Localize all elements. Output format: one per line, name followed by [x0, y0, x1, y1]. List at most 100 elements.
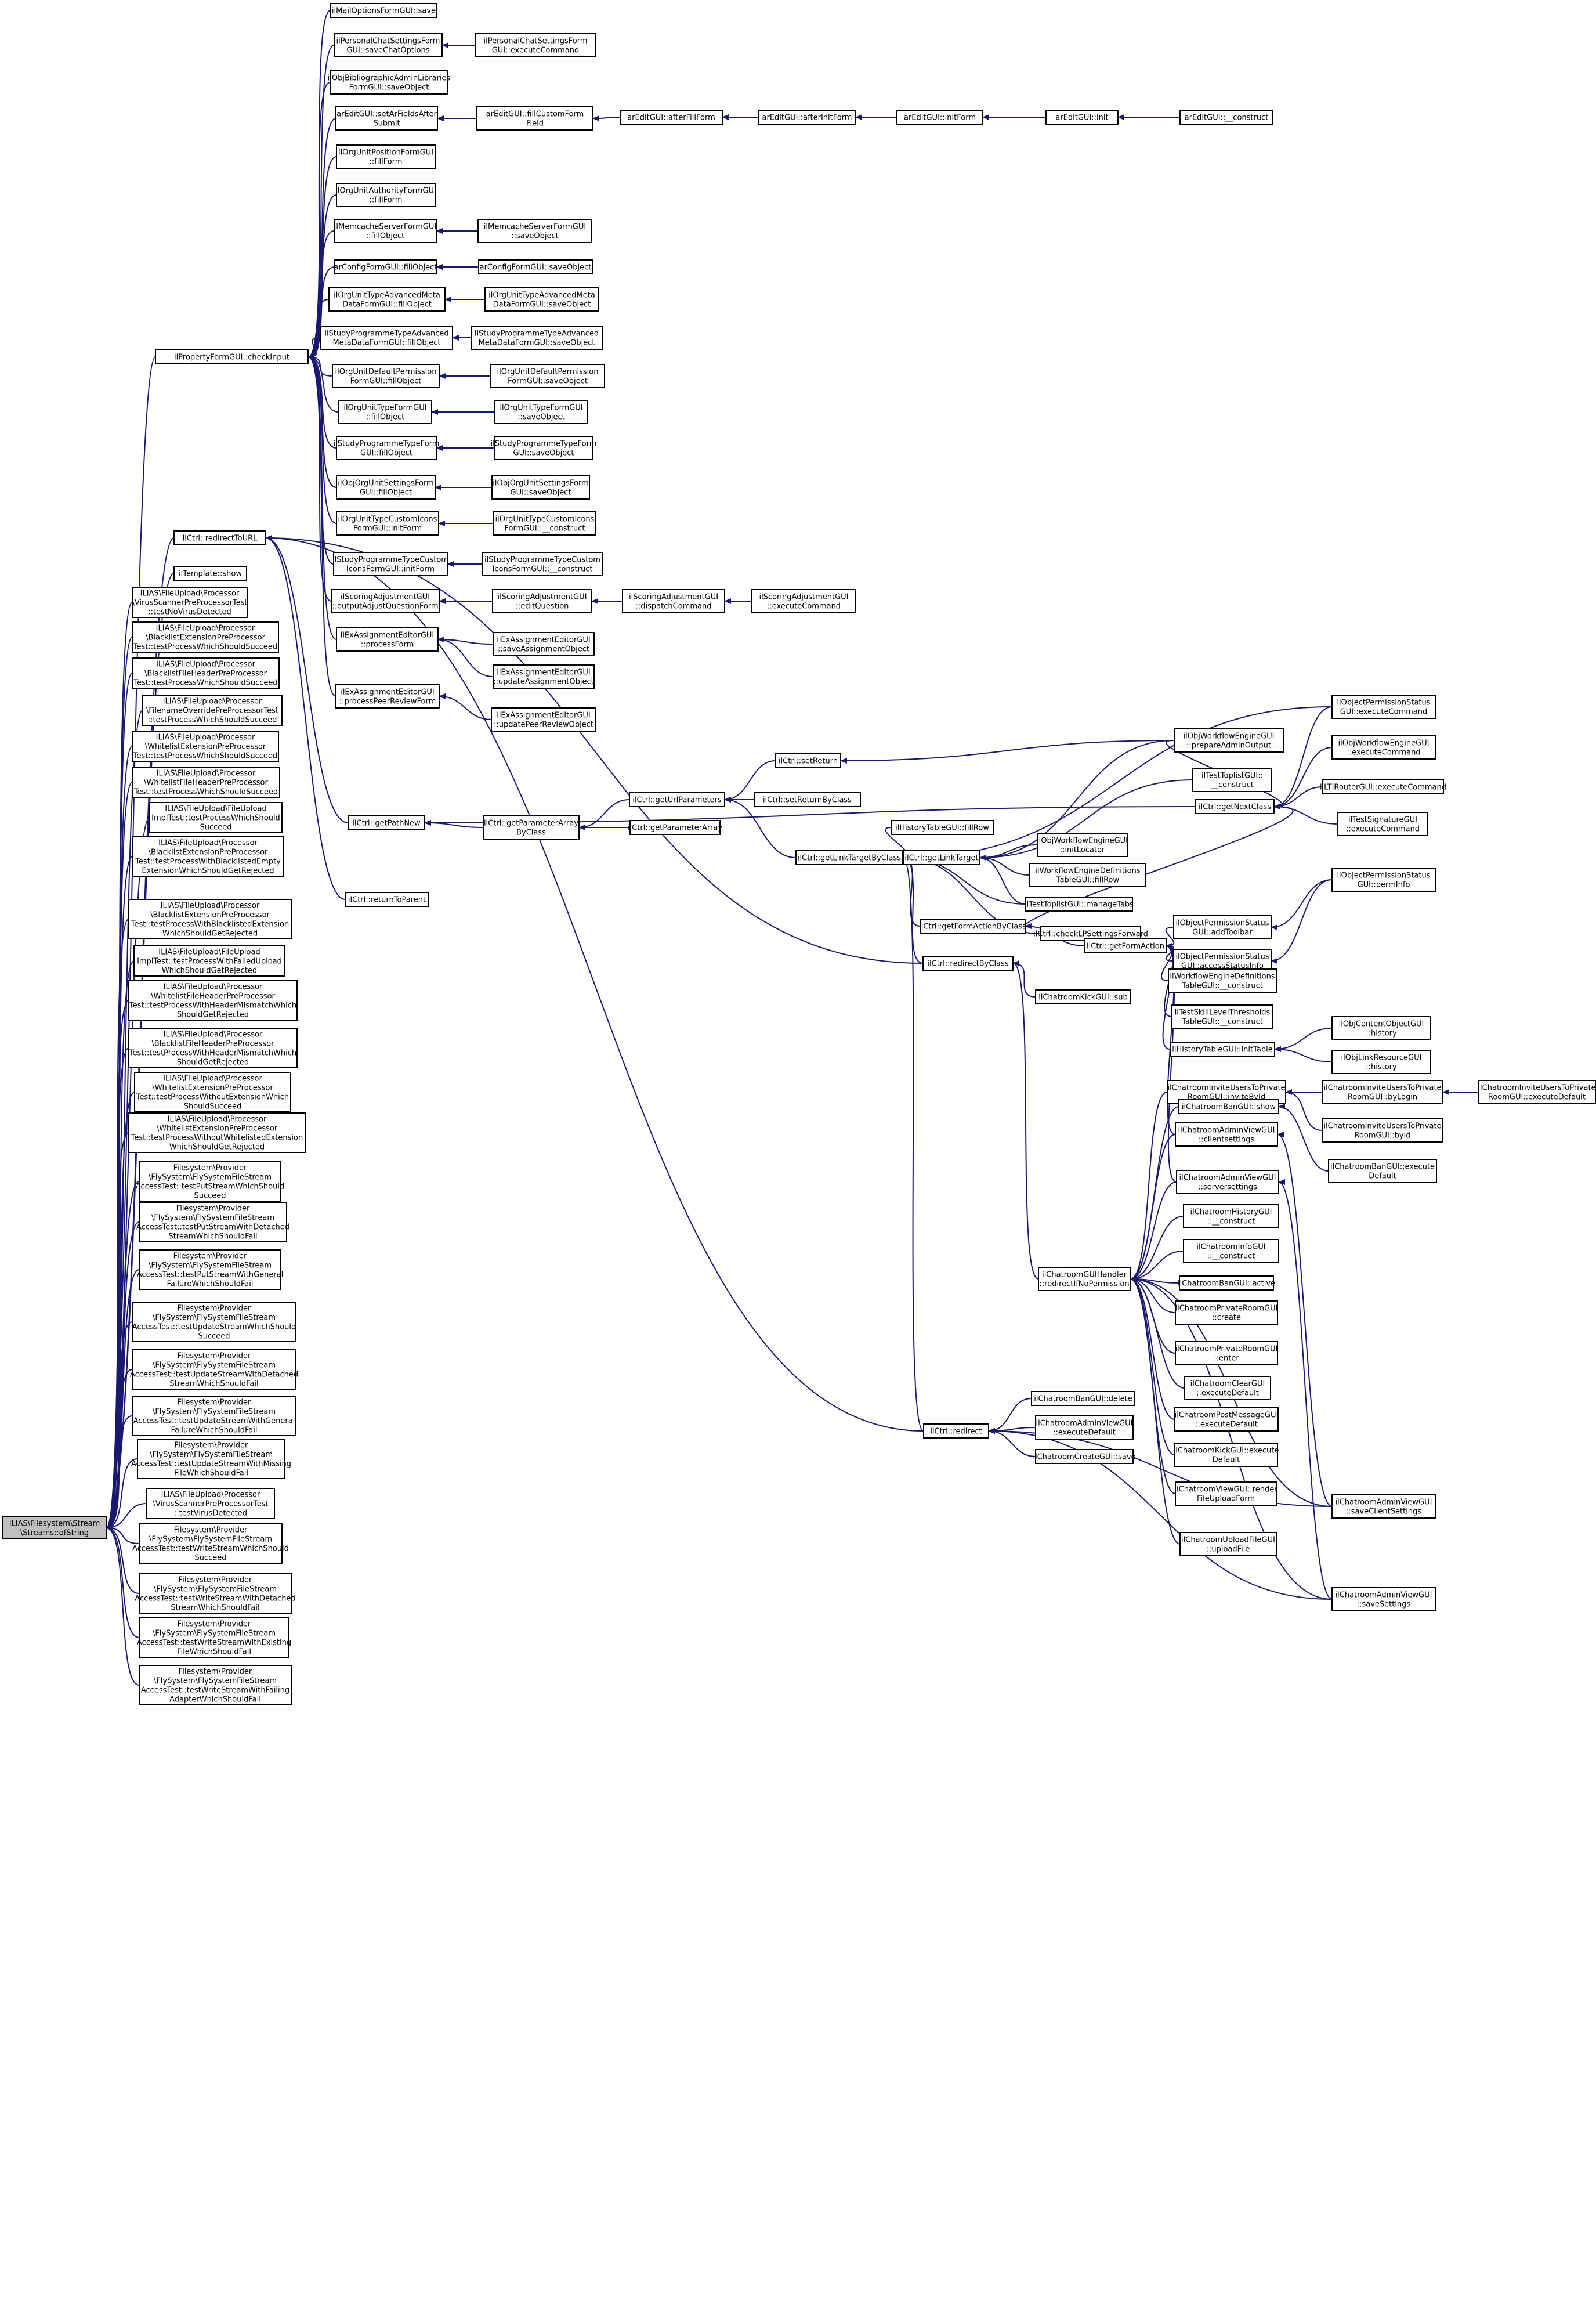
function-node[interactable]: ilChatroomKickGUI::sub — [1035, 989, 1131, 1004]
function-node[interactable]: arEditGUI::init — [1045, 110, 1119, 125]
function-node[interactable]: ilTemplate::show — [173, 566, 247, 581]
function-node[interactable]: ilStudyProgrammeTypeCustomIconsFormGUI::… — [482, 552, 603, 576]
function-node[interactable]: Filesystem\Provider\FlySystem\FlySystemF… — [130, 1349, 298, 1390]
function-node[interactable]: ilOrgUnitTypeAdvancedMetaDataFormGUI::sa… — [484, 287, 599, 312]
function-node[interactable]: ilChatroomBanGUI::active — [1178, 1275, 1275, 1291]
function-node[interactable]: ilCtrl::getUrlParameters — [629, 792, 725, 807]
function-node[interactable]: ilScoringAdjustmentGUI::dispatchCommand — [622, 589, 725, 613]
function-node[interactable]: ilChatroomInviteUsersToPrivateRoomGUI::b… — [1322, 1118, 1443, 1143]
function-node[interactable]: Filesystem\Provider\FlySystem\FlySystemF… — [132, 1302, 296, 1342]
function-node[interactable]: ilChatroomPostMessageGUI::executeDefault — [1174, 1407, 1279, 1432]
function-node[interactable]: ilOrgUnitPositionFormGUI::fillForm — [336, 144, 436, 169]
function-node[interactable]: ilCtrl::getPathNew — [348, 815, 425, 830]
function-node[interactable]: ilChatroomBanGUI::executeDefault — [1328, 1159, 1437, 1183]
function-node[interactable]: ilCtrl::getFormAction — [1084, 938, 1167, 953]
function-node[interactable]: ilOrgUnitAuthorityFormGUI::fillForm — [335, 183, 436, 207]
function-node[interactable]: ilLTIRouterGUI::executeCommand — [1320, 779, 1446, 794]
function-node[interactable]: ilOrgUnitDefaultPermissionFormGUI::fillO… — [332, 364, 440, 388]
function-node[interactable]: ilOrgUnitTypeCustomIconsFormGUI::__const… — [493, 511, 596, 536]
function-node[interactable]: Filesystem\Provider\FlySystem\FlySystemF… — [137, 1249, 284, 1290]
function-node[interactable]: Filesystem\Provider\FlySystem\FlySystemF… — [132, 1523, 289, 1564]
function-node[interactable]: ilObjWorkflowEngineGUI::initLocator — [1037, 833, 1128, 857]
function-node[interactable]: Filesystem\Provider\FlySystem\FlySystemF… — [137, 1617, 291, 1658]
function-node[interactable]: ilCtrl::getFormActionByClass — [919, 919, 1026, 934]
function-node[interactable]: arConfigFormGUI::fillObject — [334, 259, 437, 274]
function-node[interactable]: arEditGUI::afterInitForm — [758, 110, 856, 125]
function-node[interactable]: ilCtrl::getLinkTarget — [903, 850, 980, 865]
function-node[interactable]: Filesystem\Provider\FlySystem\FlySystemF… — [136, 1161, 284, 1202]
function-node[interactable]: ilChatroomClearGUI::executeDefault — [1184, 1376, 1271, 1400]
function-node[interactable]: ilTestToplistGUI::manageTabs — [1025, 897, 1134, 912]
function-node[interactable]: ILIAS\FileUpload\Processor\WhitelistExte… — [128, 1112, 306, 1153]
function-node[interactable]: ilStudyProgrammeTypeAdvancedMetaDataForm… — [320, 326, 453, 350]
function-node[interactable]: arEditGUI::__construct — [1179, 110, 1273, 125]
function-node[interactable]: Filesystem\Provider\FlySystem\FlySystemF… — [132, 1396, 296, 1436]
function-node[interactable]: ilWorkflowEngineDefinitionsTableGUI::__c… — [1168, 968, 1277, 993]
function-node[interactable]: ilHistoryTableGUI::initTable — [1170, 1042, 1275, 1057]
function-node[interactable]: ilOrgUnitTypeFormGUI::saveObject — [494, 400, 588, 424]
function-node[interactable]: ILIAS\FileUpload\Processor\WhitelistFile… — [128, 980, 298, 1021]
function-node[interactable]: ilCtrl::getNextClass — [1195, 799, 1275, 814]
function-node[interactable]: ilPersonalChatSettingsFormGUI::executeCo… — [475, 33, 596, 57]
function-node[interactable]: ilPersonalChatSettingsFormGUI::saveChatO… — [334, 33, 443, 57]
function-node[interactable]: ILIAS\FileUpload\Processor\BlacklistFile… — [128, 1028, 298, 1068]
function-node[interactable]: ilExAssignmentEditorGUI::processForm — [336, 627, 439, 652]
function-node[interactable]: ilOrgUnitTypeFormGUI::fillObject — [338, 400, 432, 424]
function-node[interactable]: Filesystem\Provider\FlySystem\FlySystemF… — [135, 1573, 296, 1614]
function-node[interactable]: ilObjBibliographicAdminLibrariesFormGUI:… — [328, 70, 451, 95]
function-node[interactable]: ilChatroomGUIHandler::redirectIfNoPermis… — [1038, 1267, 1131, 1291]
function-node[interactable]: ILIAS\FileUpload\FileUploadImplTest::tes… — [133, 945, 285, 977]
function-node[interactable]: ilChatroomKickGUI::executeDefault — [1174, 1443, 1279, 1467]
function-node[interactable]: ilMailOptionsFormGUI::save — [330, 3, 437, 18]
function-node[interactable]: ilOrgUnitDefaultPermissionFormGUI::saveO… — [490, 364, 605, 388]
function-node[interactable]: ilCtrl::setReturnByClass — [754, 792, 861, 807]
function-node[interactable]: ilStudyProgrammeTypeCustomIconsFormGUI::… — [332, 552, 448, 576]
function-node[interactable]: ilStudyProgrammeTypeAdvancedMetaDataForm… — [471, 326, 603, 350]
function-node[interactable]: ilOrgUnitTypeCustomIconsFormGUI::initFor… — [336, 511, 439, 536]
function-node[interactable]: ilExAssignmentEditorGUI::updatePeerRevie… — [491, 707, 596, 732]
function-node[interactable]: ilChatroomAdminViewGUI::serversettings — [1176, 1170, 1279, 1194]
function-node[interactable]: ilChatroomInfoGUI::__construct — [1183, 1239, 1279, 1263]
function-node[interactable]: ILIAS\FileUpload\Processor\WhitelistFile… — [132, 767, 280, 798]
function-node[interactable]: ilWorkflowEngineDefinitionsTableGUI::fil… — [1029, 863, 1146, 887]
function-node[interactable]: ilHistoryTableGUI::fillRow — [891, 820, 994, 835]
function-node[interactable]: ilMemcacheServerFormGUI::saveObject — [477, 219, 592, 243]
function-node[interactable]: arEditGUI::initForm — [896, 110, 983, 125]
function-node[interactable]: arConfigFormGUI::saveObject — [478, 259, 593, 274]
function-node[interactable]: ILIAS\FileUpload\FileUploadImplTest::tes… — [149, 802, 283, 833]
function-node[interactable]: ILIAS\FileUpload\Processor\FilenameOverr… — [142, 695, 283, 726]
function-node[interactable]: ILIAS\FileUpload\Processor\BlacklistExte… — [128, 899, 292, 939]
function-node[interactable]: ILIAS\FileUpload\Processor\VirusScannerP… — [146, 1488, 275, 1519]
function-node[interactable]: ilChatroomAdminViewGUI::saveSettings — [1331, 1587, 1436, 1611]
function-node[interactable]: ilCtrl::getLinkTargetByClass — [795, 850, 903, 865]
function-node[interactable]: ilTestSkillLevelThresholdsTableGUI::__co… — [1171, 1004, 1273, 1029]
function-node[interactable]: ilChatroomBanGUI::delete — [1031, 1391, 1135, 1406]
function-node[interactable]: ilCtrl::redirectByClass — [922, 956, 1014, 971]
function-node[interactable]: ilScoringAdjustmentGUI::executeCommand — [751, 589, 856, 613]
function-node[interactable]: ilMemcacheServerFormGUI::fillObject — [334, 219, 437, 243]
function-node[interactable]: ilExAssignmentEditorGUI::saveAssignmentO… — [493, 632, 595, 656]
function-node[interactable]: Filesystem\Provider\FlySystem\FlySystemF… — [131, 1439, 291, 1479]
root-function-node[interactable]: ILIAS\Filesystem\Stream\Streams::ofStrin… — [2, 1516, 107, 1539]
function-node[interactable]: ilChatroomAdminViewGUI::saveClientSettin… — [1331, 1494, 1436, 1519]
function-node[interactable]: ilTestSignatureGUI::executeCommand — [1337, 812, 1428, 836]
function-node[interactable]: ilCtrl::redirect — [923, 1423, 989, 1439]
function-node[interactable]: ilScoringAdjustmentGUI::outputAdjustQues… — [331, 589, 440, 613]
function-node[interactable]: ilChatroomInviteUsersToPrivateRoomGUI::e… — [1478, 1080, 1596, 1104]
function-node[interactable]: ilObjLinkResourceGUI::history — [1331, 1050, 1431, 1074]
function-node[interactable]: ilChatroomUploadFileGUI::uploadFile — [1179, 1532, 1277, 1556]
function-node[interactable]: ilCtrl::redirectToURL — [173, 530, 266, 545]
function-node[interactable]: ilCtrl::returnToParent — [345, 892, 429, 907]
function-node[interactable]: ilChatroomCreateGUI::save — [1033, 1449, 1136, 1464]
function-node[interactable]: ilPropertyFormGUI::checkInput — [155, 349, 309, 364]
function-node[interactable]: ILIAS\FileUpload\Processor\BlacklistFile… — [132, 657, 280, 689]
function-node[interactable]: ilObjContentObjectGUI::history — [1331, 1016, 1431, 1040]
